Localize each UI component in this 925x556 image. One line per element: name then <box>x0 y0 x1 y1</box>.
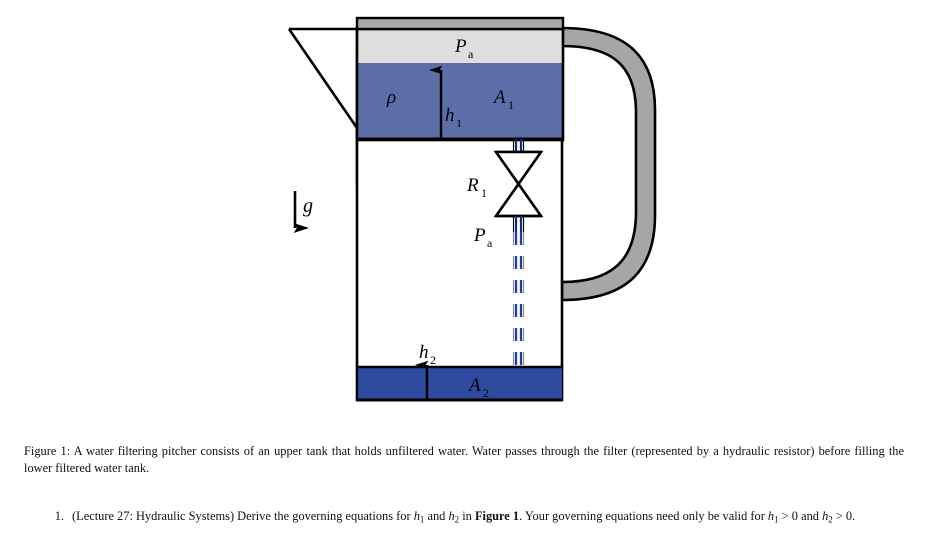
label-h1: h <box>445 105 455 126</box>
problem-text-part6: . <box>852 509 856 523</box>
problem-cond2-rel: > 0 <box>832 509 853 523</box>
upper-tank-air-gap <box>358 30 562 63</box>
label-a2-sub: 2 <box>483 386 489 400</box>
problem-figure-reference: Figure 1 <box>474 509 520 523</box>
problem-cond1-sub: 1 <box>774 514 779 525</box>
problem-cond2-sub: 2 <box>828 514 833 525</box>
problem-var-h1: h <box>413 509 420 523</box>
label-h2: h <box>419 342 429 363</box>
upper-tank <box>355 27 565 142</box>
problem-cond1-rel: > 0 <box>778 509 798 523</box>
pitcher-diagram-svg: P a ρ h 1 A 1 R 1 P a g h 2 A 2 <box>287 16 657 402</box>
problem-list: 1. (Lecture 27: Hydraulic Systems) Deriv… <box>24 508 904 528</box>
problem-number: 1. <box>54 509 64 523</box>
figure-caption-text: A water filtering pitcher consists of an… <box>24 444 904 475</box>
label-ambient-pressure-top-sub: a <box>468 47 474 61</box>
pitcher-lid <box>355 16 565 31</box>
label-density: ρ <box>386 87 396 108</box>
problem-var-h2: h <box>448 509 455 523</box>
figure-caption-label: Figure 1: <box>24 444 71 458</box>
label-a1-sub: 1 <box>508 98 514 112</box>
lid-bar <box>355 16 565 31</box>
figure-caption: Figure 1: A water filtering pitcher cons… <box>24 443 904 477</box>
problem-text-part3: in <box>459 509 475 523</box>
label-r1: R <box>466 175 479 196</box>
pitcher-handle-icon <box>560 26 657 302</box>
problem-var-h1-sub: 1 <box>419 514 425 525</box>
problem-text-part1: (Lecture 27: Hydraulic Systems) Derive t… <box>72 509 414 523</box>
label-gravity: g <box>303 195 313 217</box>
label-ambient-pressure-top: P <box>454 36 467 57</box>
label-r1-sub: 1 <box>481 186 487 200</box>
filtered-water-body <box>358 367 562 400</box>
label-a1: A <box>492 87 506 108</box>
hydraulic-resistor-valve-icon <box>493 139 544 232</box>
figure-area: P a ρ h 1 A 1 R 1 P a g h 2 A 2 <box>287 16 657 402</box>
problem-text: (Lecture 27: Hydraulic Systems) Derive t… <box>72 508 904 528</box>
problem-cond2-var: h <box>822 509 829 523</box>
problem-text-part2: and <box>424 509 449 523</box>
diagram-labels: P a ρ h 1 A 1 R 1 P a g h 2 A 2 <box>303 36 514 400</box>
problem-text-part4: . Your governing equations need only be … <box>519 509 768 523</box>
problem-item: 1. (Lecture 27: Hydraulic Systems) Deriv… <box>24 508 904 528</box>
unfiltered-water-body <box>358 63 562 139</box>
label-ambient-pressure-outlet: P <box>473 225 486 246</box>
pitcher-spout-icon <box>287 27 359 185</box>
label-h1-sub: 1 <box>456 116 462 130</box>
problem-cond1-var: h <box>767 509 775 523</box>
label-h2-sub: 2 <box>430 353 436 367</box>
label-a2: A <box>467 375 481 396</box>
problem-text-part5: and <box>797 509 823 523</box>
lower-tank <box>357 365 562 402</box>
problem-var-h2-sub: 2 <box>454 514 460 525</box>
label-ambient-pressure-outlet-sub: a <box>487 236 493 250</box>
